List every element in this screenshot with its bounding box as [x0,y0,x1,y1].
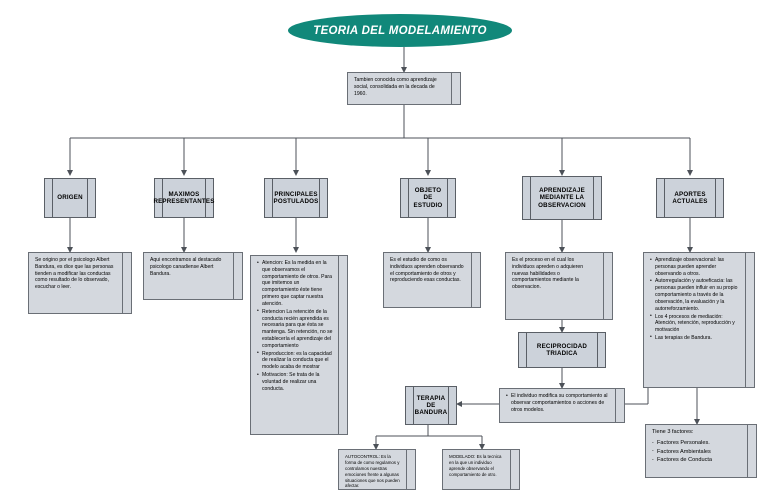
branch-node-origen[interactable]: ORIGEN [44,178,96,218]
modelado-box: MODELADO: Es la tecnica en la que un ind… [442,449,520,490]
branch-label-aportes: APORTES ACTUALES [672,190,708,205]
subtitle-box: Tambien conocida como aprendizaje social… [347,72,461,105]
branch-label-aprendizaje: APRENDIZAJE MEDIANTE LA OBSERVACION [538,187,586,209]
aportes-list: Aprendizaje observacional: las personas … [650,256,740,342]
list-item: Factores de Conducta [652,457,742,464]
postulados-list: Atencion: Es la medida en la que observa… [257,260,333,392]
branch-node-aprendizaje[interactable]: APRENDIZAJE MEDIANTE LA OBSERVACION [522,176,602,220]
detail-box-maximos: Aqui encontramos al destacado psicologo … [143,252,243,300]
reciprocidad-triadica-node[interactable]: RECIPROCIDAD TRIADICA [518,332,606,368]
branch-node-postulados[interactable]: PRINCIPALES POSTULADOS [264,178,328,218]
detail-box-aportes: Aprendizaje observacional: las personas … [643,252,755,388]
list-item: Retencion La retención de la conducta re… [257,308,333,350]
terapia-bandura-node[interactable]: TERAPIA DE BANDURA [405,386,457,425]
detail-box-objeto: Es el estudio de como os individuos apre… [383,252,481,308]
list-item: Factores Personales. [652,440,742,447]
list-item: Aprendizaje observacional: las personas … [650,256,740,277]
subtitle-text: Tambien conocida como aprendizaje social… [354,77,437,97]
detail-box-aprendizaje: Es el proceso en el cual los individuos … [505,252,613,320]
branch-label-objeto: OBJETO DE ESTUDIO [413,187,443,209]
diagram-title: TEORIA DEL MODELAMIENTO [288,14,512,47]
detail-text-origen: Se origino por el psicologo Albert Bandu… [35,257,114,291]
terapia-label: TERAPIA DE BANDURA [414,394,448,417]
detail-text-aprendizaje: Es el proceso en el cual los individuos … [512,257,584,291]
detail-text-maximos: Aqui encontramos al destacado psicologo … [150,257,222,277]
autocontrol-box: AUTOCONTROL: Es la forma de como regulam… [338,449,416,490]
branch-node-aportes[interactable]: APORTES ACTUALES [656,178,724,218]
list-item: Factores Ambientales [652,448,742,456]
list-item: Reproduccion: es la capacidad de realiza… [257,350,333,371]
individuo-text: El individuo modifica su comportamiento … [506,392,610,413]
branch-label-maximos: MAXIMOS REPRESENTANTES [153,190,215,205]
factores-heading: Tiene 3 factores: [652,429,694,435]
branch-node-maximos[interactable]: MAXIMOS REPRESENTANTES [153,178,214,218]
detail-text-objeto: Es el estudio de como os individuos apre… [390,257,464,284]
list-item: Los 4 procesos de mediación: Atención, r… [650,313,740,334]
factores-list: Factores Personales. Factores Ambientale… [652,440,742,464]
factores-box: Tiene 3 factores: Factores Personales. F… [645,424,757,478]
reciprocidad-label: RECIPROCIDAD TRIADICA [536,342,588,357]
branch-label-postulados: PRINCIPALES POSTULADOS [273,190,319,205]
autocontrol-text: AUTOCONTROL: Es la forma de como regulam… [345,454,400,489]
list-item: Autorregulación y autoeficacia: las pers… [650,278,740,312]
diagram-title-text: TEORIA DEL MODELAMIENTO [313,24,487,37]
branch-node-objeto[interactable]: OBJETO DE ESTUDIO [400,178,456,218]
detail-box-postulados: Atencion: Es la medida en la que observa… [250,255,348,435]
branch-label-origen: ORIGEN [57,194,83,202]
list-item: Atencion: Es la medida en la que observa… [257,260,333,308]
list-item: Las terapias de Bandura. [650,334,740,342]
list-item: Motivacion: Se trata de la voluntad de r… [257,371,333,392]
detail-box-origen: Se origino por el psicologo Albert Bandu… [28,252,132,314]
individuo-box: El individuo modifica su comportamiento … [499,388,625,423]
modelado-text: MODELADO: Es la tecnica en la que un ind… [449,454,502,477]
